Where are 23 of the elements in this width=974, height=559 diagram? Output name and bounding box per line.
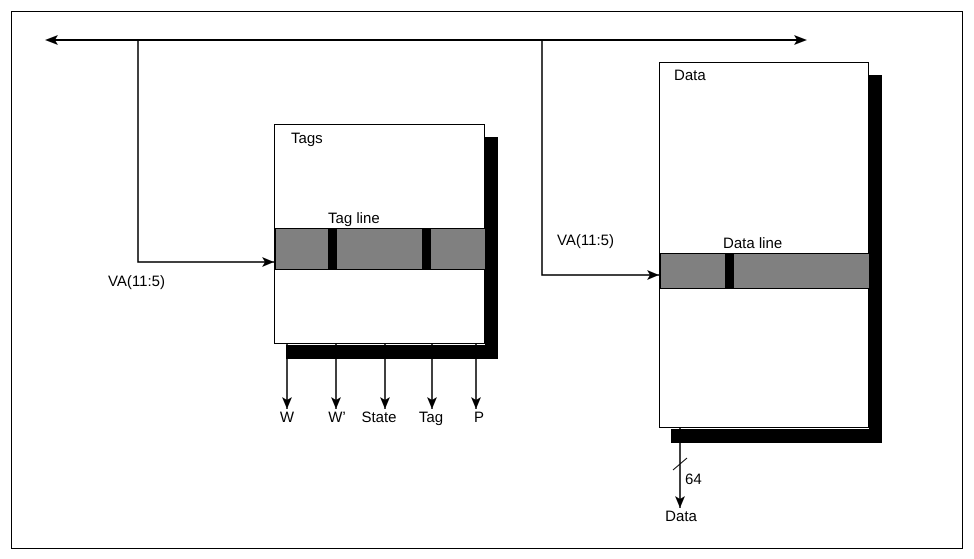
signal-label: Tag [418, 409, 444, 426]
memory-array-box [659, 62, 869, 428]
block-heading: Tags [291, 130, 323, 147]
edge-label: VA(11:5) [108, 273, 165, 290]
signal-label: Data [664, 508, 698, 525]
arrow [137, 41, 274, 267]
arrow [675, 428, 685, 508]
band-heading: Tag line [328, 210, 380, 227]
memory-array-box [274, 124, 485, 344]
signal-label: W’ [327, 409, 347, 426]
signal-label: W [278, 409, 296, 426]
arrow [471, 344, 481, 409]
block-heading: Data [674, 67, 706, 84]
signal-label: P [472, 409, 485, 426]
arrow [282, 344, 292, 409]
signal-label: State [360, 409, 398, 426]
bus-arrow [44, 33, 808, 47]
arrow [427, 344, 437, 409]
arrow [331, 344, 341, 409]
arrow [380, 344, 390, 409]
arrow [541, 41, 659, 280]
band-heading: Data line [723, 235, 782, 252]
edge-label: VA(11:5) [557, 232, 614, 249]
